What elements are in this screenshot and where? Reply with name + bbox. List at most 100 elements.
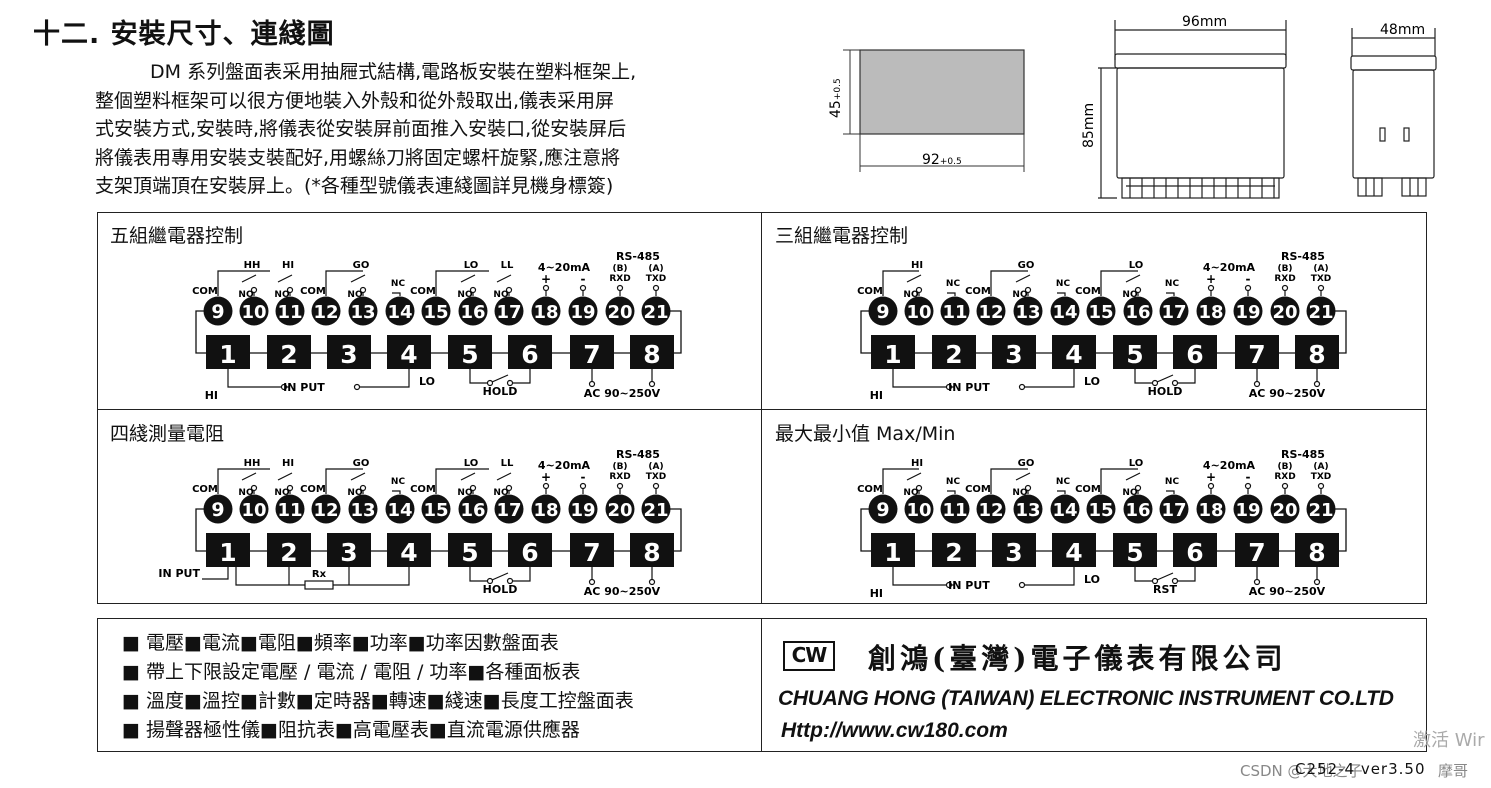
grid-vertical-divider xyxy=(761,213,762,603)
terminal-number: 19 xyxy=(570,302,595,323)
dimension-drawings: 45+0.5 92+0.5 96mm 85mm 48mm xyxy=(828,14,1437,199)
relay-switch xyxy=(496,472,512,481)
terminal-block xyxy=(508,335,552,369)
terminal-circle xyxy=(239,296,269,326)
terminal-number: 12 xyxy=(313,302,338,323)
relay-switch xyxy=(1015,472,1031,481)
terminal-circle xyxy=(605,296,635,326)
intro-line: 將儀表用專用安裝支裝配好,用螺絲刀將固定螺杆旋緊,應注意將 xyxy=(95,146,621,169)
hold-terminal xyxy=(486,577,494,585)
terminal-circle xyxy=(1270,494,1300,524)
terminal-circle xyxy=(568,296,598,326)
input-label: IN PUT xyxy=(283,381,325,394)
terminal-block xyxy=(1052,335,1096,369)
relay-name-label: GO xyxy=(353,458,370,469)
terminal-number: 7 xyxy=(1248,538,1265,567)
terminal-number: 14 xyxy=(387,302,412,323)
terminal-number: 18 xyxy=(533,500,558,521)
com-label: COM xyxy=(192,286,218,297)
terminal-number: 12 xyxy=(313,500,338,521)
terminal-circle xyxy=(421,494,451,524)
input-wire xyxy=(202,567,229,580)
signal-terminal xyxy=(1207,284,1215,292)
rs485-a-label: (A) xyxy=(648,462,663,472)
hold-label: HOLD xyxy=(483,583,518,596)
terminal-number: 17 xyxy=(1161,302,1186,323)
terminal-number: 19 xyxy=(1235,500,1260,521)
terminal-number: 18 xyxy=(1198,500,1223,521)
terminal-block xyxy=(1295,335,1339,369)
ac-label: AC 90~250V xyxy=(584,387,661,400)
terminal-circle xyxy=(904,296,934,326)
terminal-number: 18 xyxy=(1198,302,1223,323)
terminal-circle xyxy=(1086,296,1116,326)
depth-label: 85mm xyxy=(1081,103,1097,148)
relay-switch xyxy=(350,274,366,283)
relay-contact xyxy=(1024,484,1032,492)
terminal-circle xyxy=(1196,296,1226,326)
product-list-item: ■ 溫度■溫控■計數■定時器■轉速■綫速■長度工控盤面表 xyxy=(122,690,634,712)
com-label: COM xyxy=(857,484,883,495)
terminal-circle xyxy=(275,296,305,326)
signal-terminal xyxy=(1207,482,1215,490)
ac-label: AC 90~250V xyxy=(1249,585,1326,598)
terminal-block xyxy=(206,335,250,369)
terminal-circle xyxy=(494,296,524,326)
terminal-block xyxy=(327,533,371,567)
relay-wire xyxy=(392,292,401,296)
no-label: NO xyxy=(493,488,509,498)
hold-terminal xyxy=(506,379,514,387)
relay-wire xyxy=(882,468,919,494)
current-label: 4~20mA xyxy=(538,261,591,274)
relay-name-label: LO xyxy=(464,260,479,271)
com-label: COM xyxy=(965,286,991,297)
relay-wire xyxy=(1100,468,1138,494)
company-url[interactable]: Http://www.cw180.com xyxy=(781,719,1008,742)
terminal-number: 20 xyxy=(607,500,632,521)
hold-terminal xyxy=(506,577,514,585)
relay-wire xyxy=(217,270,270,296)
relay-contact xyxy=(250,484,258,492)
rs485-a-label: (A) xyxy=(1313,264,1328,274)
front-width-label: 96mm xyxy=(1182,14,1227,30)
side-width-label: 48mm xyxy=(1380,22,1425,38)
bracket-line xyxy=(860,310,880,354)
terminal-number: 4 xyxy=(400,340,417,369)
terminal-circle xyxy=(568,494,598,524)
terminal-number: 3 xyxy=(340,538,357,567)
terminal-block xyxy=(448,533,492,567)
terminal-block xyxy=(630,335,674,369)
relay-switch xyxy=(1125,274,1141,283)
rx-label: Rx xyxy=(312,569,327,580)
power-terminal xyxy=(1313,380,1321,388)
hold-wire xyxy=(469,567,490,582)
relay-switch xyxy=(906,472,922,481)
hold-terminal xyxy=(1151,379,1159,387)
terminal-block xyxy=(932,533,976,567)
signal-terminal xyxy=(652,482,660,490)
nc-label: NC xyxy=(1056,279,1071,289)
cutout-drawing: 45+0.5 92+0.5 xyxy=(828,49,1025,172)
relay-contact xyxy=(505,484,513,492)
hold-wire xyxy=(510,567,531,582)
terminal-number: 19 xyxy=(1235,302,1260,323)
relay-wire xyxy=(435,468,489,494)
terminal-block xyxy=(267,533,311,567)
relay-name-label: HI xyxy=(911,260,923,271)
terminal-circle xyxy=(1086,494,1116,524)
no-label: NO xyxy=(457,488,473,498)
relay-name-label: LO xyxy=(1129,458,1144,469)
panel-title: 三組繼電器控制 xyxy=(775,225,909,247)
terminal-circle xyxy=(531,296,561,326)
footer-author: 摩哥 xyxy=(1438,762,1469,780)
signal-terminal xyxy=(1317,482,1325,490)
rs485-label: RS-485 xyxy=(1281,250,1325,263)
terminal-circle xyxy=(348,494,378,524)
hold-wire xyxy=(1134,369,1155,384)
terminal-number: 21 xyxy=(1308,500,1333,521)
terminal-circle xyxy=(275,494,305,524)
terminal-number: 2 xyxy=(280,538,297,567)
